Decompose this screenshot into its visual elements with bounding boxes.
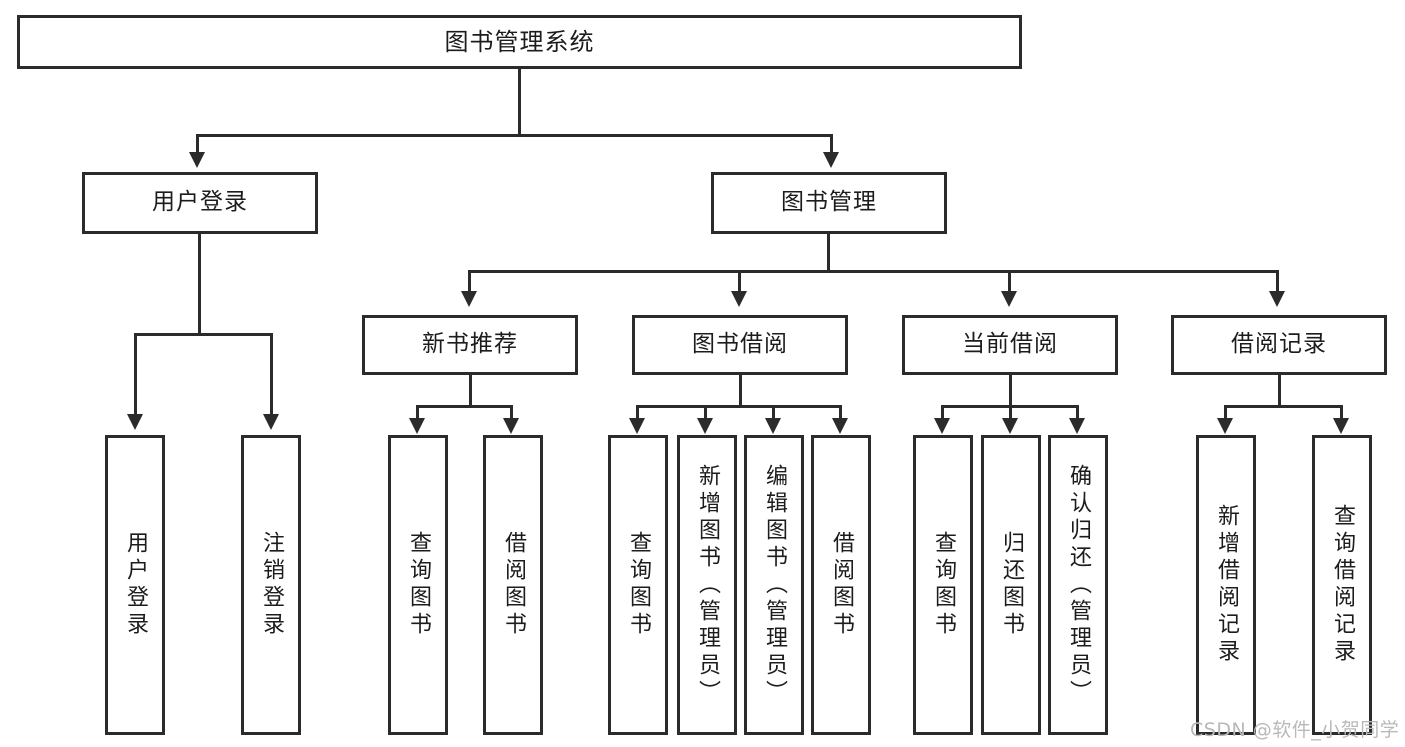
edge-borrow-record-stem bbox=[1278, 375, 1281, 407]
edge-borrow-record-to-leaf-1 bbox=[1340, 405, 1343, 421]
edge-user-login-to-leaf-0 bbox=[134, 333, 137, 417]
arrow-to-leaf-user-login bbox=[127, 414, 143, 430]
node-label: 新增借阅记录 bbox=[1214, 504, 1239, 666]
arrow-to-borrow-book-2 bbox=[832, 418, 848, 434]
edge-current-borrow-to-leaf-0 bbox=[941, 405, 944, 421]
leaf-query-book-borrow[interactable]: 查询图书 bbox=[608, 435, 668, 735]
node-borrow-record[interactable]: 借阅记录 bbox=[1171, 315, 1387, 375]
edge-book-borrow-to-leaf-0 bbox=[636, 405, 639, 421]
edge-new-book-to-leaf-0 bbox=[416, 405, 419, 421]
edge-book-borrow-to-leaf-3 bbox=[839, 405, 842, 421]
node-label: 借阅记录 bbox=[1231, 331, 1327, 358]
leaf-user-login[interactable]: 用户登录 bbox=[105, 435, 165, 735]
arrow-to-user-login bbox=[189, 152, 205, 168]
leaf-logout[interactable]: 注销登录 bbox=[241, 435, 301, 735]
edge-book-borrow-stem bbox=[739, 375, 742, 407]
leaf-add-borrow-record[interactable]: 新增借阅记录 bbox=[1196, 435, 1256, 735]
edge-borrow-record-distributor bbox=[1224, 405, 1343, 408]
node-root-system[interactable]: 图书管理系统 bbox=[17, 15, 1022, 69]
edge-root-stem bbox=[518, 69, 521, 136]
arrow-to-return-book bbox=[1002, 418, 1018, 434]
node-user-login[interactable]: 用户登录 bbox=[82, 172, 318, 234]
node-label: 查询借阅记录 bbox=[1330, 504, 1355, 666]
edge-root-to-user-login bbox=[196, 134, 199, 156]
edge-book-mgmt-stem bbox=[827, 234, 830, 272]
node-label: 当前借阅 bbox=[962, 331, 1058, 358]
node-label: 用户登录 bbox=[152, 189, 248, 216]
node-label: 借阅图书 bbox=[829, 531, 854, 639]
edge-new-book-to-leaf-1 bbox=[510, 405, 513, 421]
arrow-to-book-mgmt bbox=[823, 152, 839, 168]
node-label: 图书借阅 bbox=[692, 331, 788, 358]
node-book-management[interactable]: 图书管理 bbox=[711, 172, 947, 234]
leaf-borrow-book[interactable]: 借阅图书 bbox=[811, 435, 871, 735]
node-label: 图书管理 bbox=[781, 189, 877, 216]
edge-book-mgmt-to-book-borrow bbox=[738, 270, 741, 294]
arrow-to-query-book-1 bbox=[409, 418, 425, 434]
edge-borrow-record-to-leaf-0 bbox=[1224, 405, 1227, 421]
node-current-borrow[interactable]: 当前借阅 bbox=[902, 315, 1118, 375]
edge-book-mgmt-to-current-borrow bbox=[1008, 270, 1011, 294]
arrow-to-query-book-3 bbox=[934, 418, 950, 434]
arrow-to-book-borrow bbox=[731, 291, 747, 307]
arrow-to-leaf-logout bbox=[263, 414, 279, 430]
edge-current-borrow-to-leaf-1 bbox=[1009, 405, 1012, 421]
edge-book-borrow-distributor bbox=[636, 405, 842, 408]
arrow-to-borrow-record bbox=[1269, 291, 1285, 307]
edge-book-borrow-to-leaf-1 bbox=[704, 405, 707, 421]
node-label: 归还图书 bbox=[999, 531, 1024, 639]
node-label: 编辑图书（管理员） bbox=[762, 463, 787, 707]
node-label: 注销登录 bbox=[259, 531, 284, 639]
node-label: 新书推荐 bbox=[422, 331, 518, 358]
node-label: 查询图书 bbox=[626, 531, 651, 639]
watermark-csdn: CSDN @软件_小贺同学 bbox=[1190, 719, 1400, 741]
node-label: 确认归还（管理员） bbox=[1066, 463, 1091, 707]
edge-root-to-book-mgmt bbox=[830, 134, 833, 156]
arrow-to-current-borrow bbox=[1001, 291, 1017, 307]
node-new-book-recommend[interactable]: 新书推荐 bbox=[362, 315, 578, 375]
node-label: 查询图书 bbox=[406, 531, 431, 639]
arrow-to-borrow-book-1 bbox=[503, 418, 519, 434]
leaf-query-book-current[interactable]: 查询图书 bbox=[913, 435, 973, 735]
arrow-to-confirm-return bbox=[1069, 418, 1085, 434]
node-label: 借阅图书 bbox=[501, 531, 526, 639]
edge-user-login-to-leaf-1 bbox=[270, 333, 273, 417]
leaf-confirm-return-admin[interactable]: 确认归还（管理员） bbox=[1048, 435, 1108, 735]
edge-current-borrow-to-leaf-2 bbox=[1076, 405, 1079, 421]
edge-new-book-distributor bbox=[416, 405, 512, 408]
edge-user-login-distributor bbox=[134, 333, 273, 336]
leaf-query-book-recommend[interactable]: 查询图书 bbox=[388, 435, 448, 735]
arrow-to-add-borrow-record bbox=[1217, 418, 1233, 434]
arrow-to-new-book-recommend bbox=[461, 291, 477, 307]
edge-new-book-stem bbox=[469, 375, 472, 407]
node-label: 新增图书（管理员） bbox=[695, 463, 720, 707]
edge-user-login-stem bbox=[198, 234, 201, 335]
arrow-to-query-borrow-record bbox=[1333, 418, 1349, 434]
node-label: 图书管理系统 bbox=[444, 27, 595, 56]
node-label: 查询图书 bbox=[931, 531, 956, 639]
edge-book-mgmt-to-borrow-record bbox=[1276, 270, 1279, 294]
node-label: 用户登录 bbox=[123, 531, 148, 639]
edge-book-mgmt-to-new-book bbox=[468, 270, 471, 294]
edge-book-borrow-to-leaf-2 bbox=[772, 405, 775, 421]
leaf-add-book-admin[interactable]: 新增图书（管理员） bbox=[677, 435, 737, 735]
arrow-to-query-book-2 bbox=[629, 418, 645, 434]
edge-root-distributor bbox=[196, 134, 833, 137]
arrow-to-edit-book bbox=[765, 418, 781, 434]
leaf-borrow-book-recommend[interactable]: 借阅图书 bbox=[483, 435, 543, 735]
arrow-to-add-book bbox=[697, 418, 713, 434]
node-book-borrow[interactable]: 图书借阅 bbox=[632, 315, 848, 375]
leaf-return-book[interactable]: 归还图书 bbox=[981, 435, 1041, 735]
edge-book-mgmt-distributor bbox=[468, 270, 1279, 273]
edge-current-borrow-stem bbox=[1009, 375, 1012, 407]
leaf-edit-book-admin[interactable]: 编辑图书（管理员） bbox=[744, 435, 804, 735]
leaf-query-borrow-record[interactable]: 查询借阅记录 bbox=[1312, 435, 1372, 735]
